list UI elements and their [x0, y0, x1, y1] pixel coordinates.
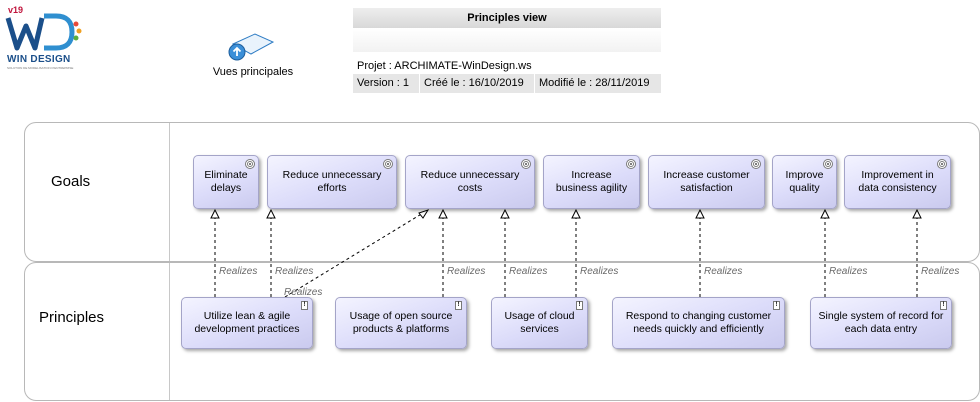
- goal-eliminate-delays[interactable]: Eliminate delays: [193, 155, 259, 209]
- view-title: Principles view: [353, 8, 661, 28]
- arrowhead-icon: [418, 209, 430, 219]
- principle-single-system-of-record[interactable]: ! Single system of record for each data …: [810, 297, 952, 349]
- header-divider: [419, 74, 420, 93]
- goal-increase-business-agility[interactable]: Increase business agility: [543, 155, 640, 209]
- goal-target-icon: [626, 159, 636, 169]
- goal-increase-customer-satisfaction[interactable]: Increase customer satisfaction: [648, 155, 765, 209]
- principle-exclamation-icon: !: [940, 301, 947, 310]
- relation-label: Realizes: [921, 266, 960, 277]
- windesign-logo: v19 WIN DESIGN SOLUTION DE MODELISATION …: [4, 4, 82, 70]
- goal-improve-quality[interactable]: Improve quality: [772, 155, 837, 209]
- arrowhead-icon: [266, 208, 276, 219]
- principle-exclamation-icon: !: [455, 301, 462, 310]
- arrowhead-icon: [210, 208, 220, 219]
- principle-label: Usage of open source products & platform…: [349, 310, 453, 335]
- goal-label: Improve quality: [785, 169, 824, 194]
- principle-exclamation-icon: !: [773, 301, 780, 310]
- goals-lane-label: Goals: [51, 173, 91, 190]
- logo-tagline: SOLUTION DE MODELISATION D'ENTREPRISE: [7, 66, 74, 70]
- goal-label: Increase business agility: [555, 169, 628, 194]
- relation-p1-g3[interactable]: [284, 209, 429, 298]
- relation-label: Realizes: [275, 266, 314, 277]
- goal-target-icon: [383, 159, 393, 169]
- relation-label: Realizes: [219, 266, 258, 277]
- goal-label: Reduce unnecessary costs: [420, 169, 520, 194]
- wd-logo-mark-icon: [5, 13, 82, 51]
- goal-target-icon: [823, 159, 833, 169]
- arrowhead-icon: [571, 208, 581, 219]
- principle-label: Single system of record for each data en…: [818, 310, 944, 335]
- principle-cloud-services-usage[interactable]: ! Usage of cloud services: [491, 297, 588, 349]
- logo-version: v19: [8, 5, 24, 15]
- arrowhead-icon: [500, 208, 510, 219]
- arrowhead-icon: [695, 208, 705, 219]
- created-date: Créé le : 16/10/2019: [424, 77, 524, 89]
- relation-label: Realizes: [447, 266, 486, 277]
- goal-label: Increase customer satisfaction: [663, 169, 750, 194]
- relation-label: Realizes: [284, 287, 323, 298]
- arrowhead-icon: [438, 208, 448, 219]
- goal-reduce-unnecessary-efforts[interactable]: Reduce unnecessary efforts: [267, 155, 397, 209]
- project-name: Projet : ARCHIMATE-WinDesign.ws: [353, 52, 661, 74]
- header-spacer: [353, 28, 661, 52]
- arrowhead-icon: [912, 208, 922, 219]
- goal-target-icon: [521, 159, 531, 169]
- goal-target-icon: [937, 159, 947, 169]
- main-views-link[interactable]: Vues principales: [205, 32, 305, 78]
- goal-target-icon: [245, 159, 255, 169]
- goal-target-icon: [751, 159, 761, 169]
- relation-label: Realizes: [580, 266, 619, 277]
- principles-lane-label: Principles: [39, 309, 105, 326]
- principle-respond-to-customer-needs[interactable]: ! Respond to changing customer needs qui…: [612, 297, 785, 349]
- lane-divider: [169, 123, 170, 261]
- principle-label: Respond to changing customer needs quick…: [625, 310, 772, 335]
- principle-label: Usage of cloud services: [504, 310, 575, 335]
- modified-date: Modifié le : 28/11/2019: [539, 77, 650, 89]
- principle-lean-agile-practices[interactable]: ! Utilize lean & agile development pract…: [181, 297, 313, 349]
- view-header: Principles view Projet : ARCHIMATE-WinDe…: [353, 8, 661, 93]
- relation-label: Realizes: [829, 266, 868, 277]
- header-meta-row: Version : 1 Créé le : 16/10/2019 Modifié…: [353, 74, 661, 93]
- goal-label: Eliminate delays: [204, 169, 248, 194]
- lane-divider: [169, 263, 170, 400]
- arrowhead-icon: [820, 208, 830, 219]
- principle-open-source-usage[interactable]: ! Usage of open source products & platfo…: [335, 297, 467, 349]
- goal-label: Improvement in data consistency: [858, 169, 937, 194]
- principle-label: Utilize lean & agile development practic…: [194, 310, 300, 335]
- principle-exclamation-icon: !: [301, 301, 308, 310]
- version-info: Version : 1: [357, 77, 409, 89]
- goal-reduce-unnecessary-costs[interactable]: Reduce unnecessary costs: [405, 155, 535, 209]
- principle-exclamation-icon: !: [576, 301, 583, 310]
- goal-improvement-in-data-consistency[interactable]: Improvement in data consistency: [844, 155, 951, 209]
- relation-label: Realizes: [704, 266, 743, 277]
- goal-label: Reduce unnecessary efforts: [282, 169, 382, 194]
- relation-label: Realizes: [509, 266, 548, 277]
- view-diagram-icon: [228, 33, 275, 61]
- header-divider: [534, 74, 535, 93]
- main-views-label: Vues principales: [212, 66, 294, 78]
- logo-brand: WIN DESIGN: [7, 54, 71, 65]
